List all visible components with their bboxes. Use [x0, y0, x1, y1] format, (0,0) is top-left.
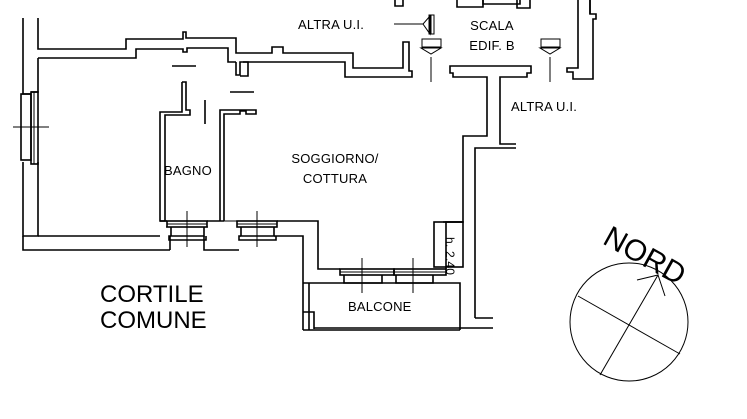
- window-balcony-left: [339, 258, 395, 293]
- window-bathroom: [166, 211, 208, 247]
- compass-circle: [569, 262, 689, 382]
- stair-label-line2: EDIF. B: [469, 38, 515, 53]
- neighbor-unit-top-label: ALTRA U.I.: [298, 17, 365, 32]
- balcony: [303, 282, 493, 331]
- exterior-walls: [22, 18, 413, 251]
- living-label-line1: SOGGIORNO/: [291, 151, 379, 166]
- stair-label-line1: SCALA: [470, 18, 514, 33]
- bathroom-label: BAGNO: [164, 163, 212, 178]
- stair-structures: [394, 0, 597, 80]
- window-left: [13, 91, 49, 165]
- courtyard-label-line1: CORTILE: [100, 281, 204, 308]
- living-label-line2: COTTURA: [302, 171, 368, 186]
- window-balcony-right: [393, 258, 447, 293]
- north-arrow-icon: [636, 274, 666, 297]
- entrance-arrow-left: [394, 14, 435, 36]
- neighbor-unit-right-label: ALTRA U.I.: [511, 99, 578, 114]
- east-walls: [433, 65, 532, 319]
- courtyard-label-line2: COMUNE: [100, 307, 207, 334]
- bathroom-walls: [159, 65, 257, 222]
- ceiling-height-label: h. 2.40: [443, 237, 457, 276]
- balcony-label: BALCONE: [348, 299, 412, 314]
- north-compass: [569, 262, 689, 382]
- compass-north-south-line: [599, 274, 659, 376]
- entrance-arrow-down-1: [419, 38, 443, 82]
- window-kitchen: [224, 211, 278, 247]
- entrance-arrow-down-2: [538, 38, 562, 82]
